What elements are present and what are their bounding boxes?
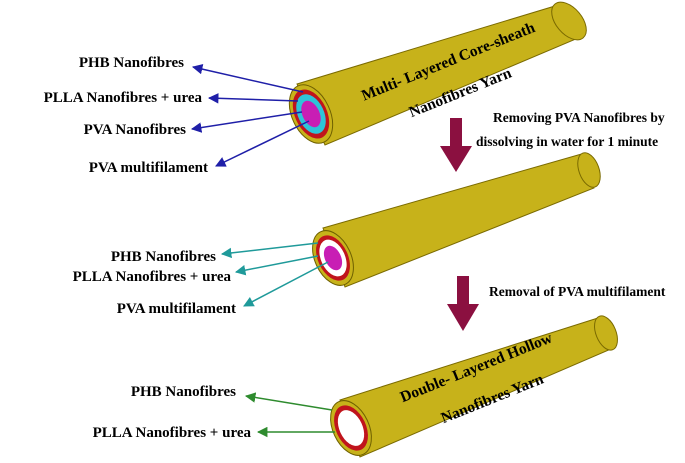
step1-arrow <box>440 118 472 172</box>
yarn1-tube: Multi- Layered Core-sheath Nanofibres Ya… <box>288 1 587 146</box>
yarn1-label-pva-nano: PVA Nanofibres <box>84 122 187 138</box>
step2-text: Removal of PVA multifilament <box>489 284 666 299</box>
yarn3-tube: Double- Layered Hollow Nanofibres Yarn <box>330 315 618 458</box>
yarn2-pointer-plla <box>234 255 319 276</box>
yarn1-pointers <box>190 63 310 167</box>
yarn3-hollow-core <box>337 410 365 446</box>
yarn3-tube-body <box>339 316 612 458</box>
yarn1-pva-core <box>301 100 321 128</box>
yarn3-pointers <box>244 392 335 438</box>
yarn2-label-phb: PHB Nanofibres <box>111 249 216 265</box>
yarn1-pointer-plla <box>207 93 299 104</box>
yarn2-pva-core <box>323 245 343 271</box>
yarn1-pointer-phb <box>191 63 304 93</box>
yarn2-tube-far-end <box>577 152 601 188</box>
yarn2-tube-body <box>322 152 595 288</box>
step1-text-line1: Removing PVA Nanofibres by <box>493 110 665 125</box>
yarn2-label-pva-multi: PVA multifilament <box>117 301 236 317</box>
yarn1-tube-far-end <box>551 1 587 41</box>
yarn2-pointer-phb <box>220 242 319 259</box>
yarn1-pointer-pva-multi <box>215 120 310 167</box>
yarn3-tube-far-end <box>594 315 618 351</box>
yarn1-pointer-pva-nano <box>190 111 303 133</box>
yarn1-label-phb: PHB Nanofibres <box>79 55 184 71</box>
yarn2-pointer-pva-multi <box>243 261 329 307</box>
yarn3-label-plla: PLLA Nanofibres + urea <box>93 425 252 441</box>
yarn3-label-phb: PHB Nanofibres <box>131 384 236 400</box>
yarn2-tube <box>312 152 601 288</box>
yarn2-label-plla: PLLA Nanofibres + urea <box>73 269 232 285</box>
yarn1-label-plla: PLLA Nanofibres + urea <box>44 90 203 106</box>
yarn3-pointer-phb <box>244 392 333 411</box>
yarn1-label-pva-multi: PVA multifilament <box>89 160 208 176</box>
step1-text-line2: dissolving in water for 1 minute <box>476 134 658 149</box>
step2-arrow <box>447 276 479 331</box>
yarn2-pointers <box>220 242 329 307</box>
